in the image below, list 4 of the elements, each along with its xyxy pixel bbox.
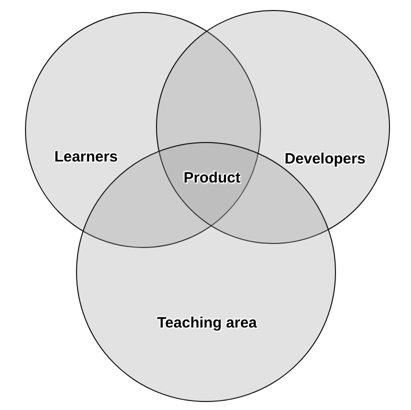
overlap-label: Product bbox=[184, 170, 240, 186]
circle-label: Teaching area bbox=[157, 314, 257, 332]
circle-label: Developers bbox=[284, 150, 366, 168]
circle-label: Learners bbox=[54, 148, 118, 166]
